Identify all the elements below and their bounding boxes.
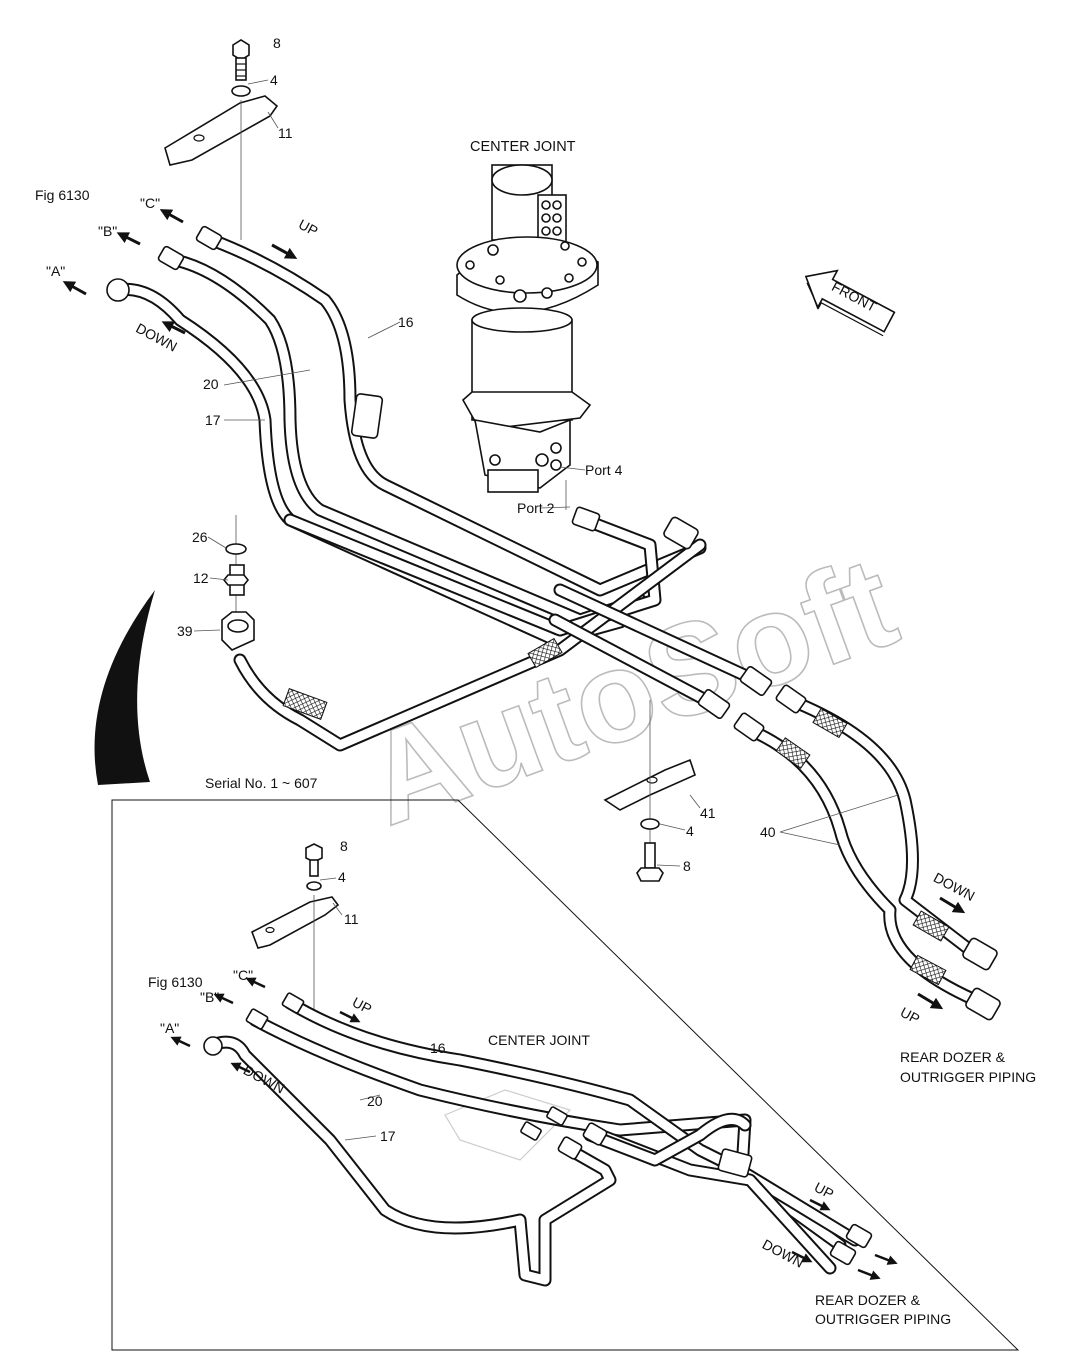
callout-26: 26 [192, 529, 208, 545]
hydraulic-pipes [106, 225, 1001, 1021]
inset-port-a-label: "A" [160, 1020, 179, 1036]
callout-4: 4 [270, 72, 278, 88]
flow-down-label: DOWN [133, 320, 180, 355]
inset-center-joint-ghost [444, 1089, 572, 1161]
o-ring-part [225, 543, 247, 555]
inset-destination-line-1: REAR DOZER & [815, 1292, 921, 1308]
serial-label: Serial No. 1 ~ 607 [205, 775, 318, 791]
port-a-label: "A" [46, 263, 65, 279]
leader-lines [193, 79, 899, 867]
destination-line-2: OUTRIGGER PIPING [900, 1069, 1036, 1085]
sweep-shape [94, 590, 155, 785]
callout-40: 40 [760, 824, 776, 840]
lower-bolt-part [636, 842, 664, 882]
inset-callout-11: 11 [344, 911, 359, 927]
fig-ref: Fig 6130 [35, 187, 90, 203]
callout-8-lower: 8 [683, 858, 691, 874]
callout-20: 20 [203, 376, 219, 392]
callout-11: 11 [278, 125, 293, 141]
callout-17: 17 [205, 412, 221, 428]
inset-callout-4: 4 [338, 869, 346, 885]
callout-16: 16 [398, 314, 414, 330]
inset-callout-8: 8 [340, 838, 348, 854]
inset-flow-up-rear-label: UP [812, 1179, 837, 1202]
bracket-part [164, 95, 279, 166]
inset-destination-line-2: OUTRIGGER PIPING [815, 1311, 951, 1327]
inset-port-c-label: "C" [233, 967, 253, 983]
nut-part [221, 611, 255, 651]
callout-8: 8 [273, 35, 281, 51]
inset-callout-20: 20 [367, 1093, 383, 1109]
washer-part [231, 85, 251, 97]
port-b-label: "B" [98, 223, 117, 239]
inset-port-b-label: "B" [200, 989, 219, 1005]
inset-frame [111, 799, 1020, 1351]
inset-center-joint-title: CENTER JOINT [488, 1032, 590, 1048]
callout-12: 12 [193, 570, 209, 586]
center-joint [456, 164, 599, 493]
lower-washer-part [640, 818, 660, 830]
inset-pipes [203, 992, 873, 1287]
inset-washer-part [306, 881, 322, 891]
inset-serial-1-607: Serial No. 1 ~ 607 CENTER JOINT [111, 775, 1020, 1351]
port-c-label: "C" [140, 195, 160, 211]
inset-fig-ref: Fig 6130 [148, 974, 203, 990]
callout-41: 41 [700, 805, 716, 821]
destination-line-1: REAR DOZER & [900, 1049, 1006, 1065]
flow-up-label: UP [296, 216, 321, 239]
inset-flow-up-label: UP [350, 994, 375, 1017]
inset-flow-arrows [170, 977, 898, 1280]
inset-leader-lines [319, 877, 381, 1141]
union-part [222, 564, 250, 596]
inset-callout-17: 17 [380, 1128, 396, 1144]
port-4-label: Port 4 [585, 462, 623, 478]
center-joint-title: CENTER JOINT [470, 139, 576, 155]
port-2-label: Port 2 [517, 500, 555, 516]
flow-down-rear-label: DOWN [931, 869, 978, 904]
inset-bolt-part [305, 843, 323, 863]
callout-4-lower: 4 [686, 823, 694, 839]
inset-bracket-part [251, 896, 340, 949]
flow-arrows [62, 209, 966, 1010]
callout-39: 39 [177, 623, 193, 639]
upper-assembly: CENTER JOINT FRONT [35, 35, 1036, 1085]
bolt-part [232, 39, 250, 81]
front-arrow [804, 269, 896, 337]
flow-up-rear-label: UP [898, 1004, 923, 1027]
inset-callout-16: 16 [430, 1040, 446, 1056]
